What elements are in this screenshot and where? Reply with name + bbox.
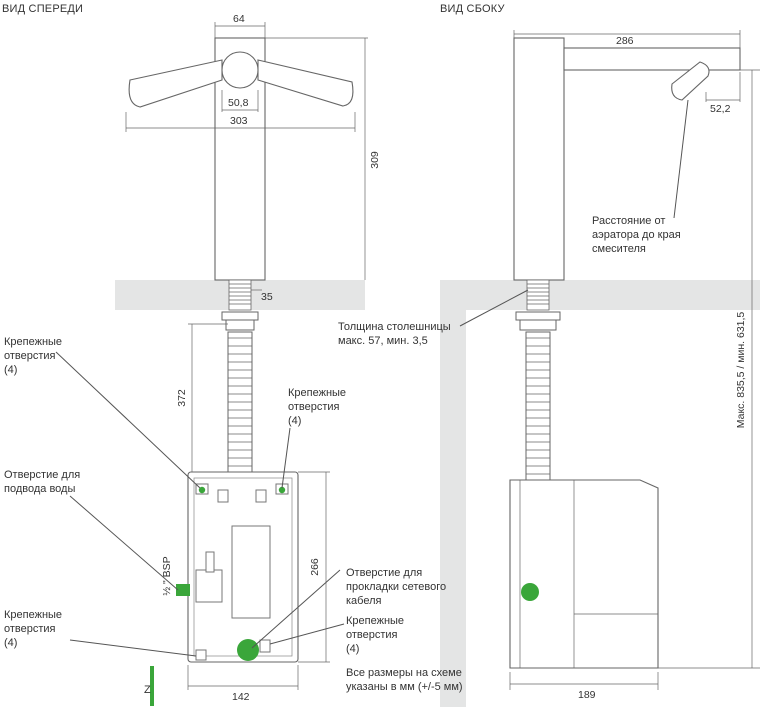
dim-189: 189 xyxy=(578,689,596,701)
label-water-inlet: Отверстие для подвода воды xyxy=(4,469,83,495)
wall-side xyxy=(440,280,466,707)
dim-266: 266 xyxy=(309,558,321,576)
dim-bsp: ½ " BSP xyxy=(161,556,173,595)
countertop-side xyxy=(440,280,760,310)
z-marker xyxy=(150,666,154,706)
label-mount-top-right: Крепежные отверстия (4) xyxy=(288,387,349,427)
front-faucet xyxy=(128,37,354,281)
side-view-title: ВИД СБОКУ xyxy=(440,3,505,15)
dim-309: 309 xyxy=(369,151,381,169)
side-faucet xyxy=(513,37,741,281)
dim-35: 35 xyxy=(261,291,273,303)
label-cable-hole: Отверстие для прокладки сетевого кабеля xyxy=(346,567,449,607)
dim-50-8: 50,8 xyxy=(228,97,249,109)
dim-side-height: Макс. 835,5 / мин. 631,5 xyxy=(735,312,747,429)
note-units: Все размеры на схеме указаны в мм (+/-5 … xyxy=(346,667,465,693)
dim-286: 286 xyxy=(616,35,634,47)
front-stem xyxy=(221,279,259,473)
label-mount-bottom-left: Крепежные отверстия (4) xyxy=(4,609,65,649)
front-control-box xyxy=(176,471,299,663)
side-stem xyxy=(515,279,561,481)
dim-303: 303 xyxy=(230,115,248,127)
dim-52-2: 52,2 xyxy=(710,103,731,115)
label-mount-top-left: Крепежные отверстия (4) xyxy=(4,336,65,376)
z-label: Z xyxy=(144,684,151,696)
label-countertop: Толщина столешницы макс. 57, мин. 3,5 xyxy=(338,321,454,347)
front-view-title: ВИД СПЕРЕДИ xyxy=(2,3,83,15)
dim-142: 142 xyxy=(232,691,250,703)
side-control-box xyxy=(509,479,659,669)
label-mount-bottom-right: Крепежные отверстия (4) xyxy=(346,615,407,655)
dim-372: 372 xyxy=(176,389,188,407)
label-aerator: Расстояние от аэратора до края смесителя xyxy=(592,215,684,255)
dim-64: 64 xyxy=(233,13,245,25)
